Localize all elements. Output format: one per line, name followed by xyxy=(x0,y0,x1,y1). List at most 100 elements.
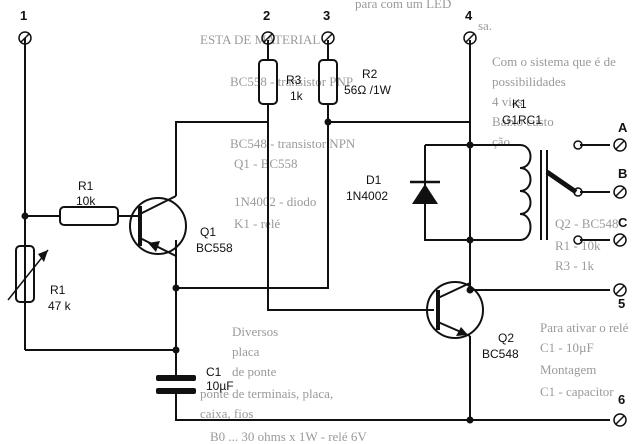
component-name: Q2 xyxy=(498,331,514,345)
component-value: 10µF xyxy=(206,379,234,393)
bg-line: Com o sistema que é de xyxy=(492,54,616,69)
capacitor-plate xyxy=(156,375,196,381)
terminal-label: 1 xyxy=(20,8,27,23)
terminal-3: 3 xyxy=(321,8,335,45)
resistor-r2: R2 56Ω /1W xyxy=(318,59,392,105)
resistor-body xyxy=(258,59,278,105)
wire xyxy=(175,121,268,196)
trimmer-arrowhead xyxy=(38,250,48,262)
terminal-1: 1 xyxy=(18,8,32,45)
component-value: 1N4002 xyxy=(346,189,388,203)
transistor-q2: Q2 BC548 xyxy=(426,281,519,361)
terminal-c: C xyxy=(613,215,628,247)
bg-line: sa. xyxy=(478,18,492,33)
terminal-4: 4 xyxy=(463,8,477,45)
component-name: K1 xyxy=(512,97,527,111)
bg-line: Para ativar o relé xyxy=(540,320,629,335)
capacitor-plate xyxy=(156,388,196,394)
terminal-label: 5 xyxy=(618,296,625,311)
bg-line: Diversos xyxy=(232,324,278,339)
bg-line: de ponte xyxy=(232,364,277,379)
diode-d1: D1 1N4002 xyxy=(346,173,440,204)
component-name: R3 xyxy=(286,73,302,87)
transistor-body xyxy=(129,197,187,255)
bg-line: Baixo custo xyxy=(492,114,554,129)
terminals: 1 2 3 4 A B C xyxy=(18,8,628,427)
bg-line: B0 ... 30 ohms x 1W - relé 6V xyxy=(210,429,367,444)
bg-line: Q1 - BC558 xyxy=(234,156,298,171)
junction-dot xyxy=(466,416,474,424)
bg-line: ESTA DE MATERIAL xyxy=(200,32,320,47)
terminal-label: 4 xyxy=(465,8,473,23)
bg-line: placa xyxy=(232,344,260,359)
bg-line: K1 - relé xyxy=(234,216,280,231)
component-name: R1 xyxy=(50,283,66,297)
component-value: 56Ω /1W xyxy=(344,83,392,97)
bg-line: ponte de terminais, placa, xyxy=(200,386,333,401)
component-value: BC558 xyxy=(196,241,233,255)
relay-armature xyxy=(545,169,578,195)
transistor-emitter xyxy=(139,237,177,257)
terminal-label: 6 xyxy=(618,392,625,407)
bg-line: BC548 - transistor NPN xyxy=(230,136,356,151)
resistor-r1: R1 10k xyxy=(59,179,119,226)
terminal-5: 5 xyxy=(613,283,627,311)
trimmer-r1: R1 47 k xyxy=(7,245,72,313)
transistor-body xyxy=(426,281,484,339)
bg-line: R3 - 1k xyxy=(555,258,595,273)
component-name: R1 xyxy=(78,179,94,193)
resistor-r3: R3 1k xyxy=(258,59,304,105)
trimmer-body xyxy=(15,245,35,303)
contact-a xyxy=(573,140,583,150)
transistor-collector xyxy=(139,195,177,215)
component-value: 1k xyxy=(290,89,304,103)
resistor-body xyxy=(59,206,119,226)
terminal-label: C xyxy=(618,215,628,230)
bg-line: C1 - capacitor xyxy=(540,384,614,399)
wire xyxy=(267,122,434,311)
wire xyxy=(469,283,610,291)
component-name: D1 xyxy=(366,173,382,187)
terminal-label: A xyxy=(618,120,628,135)
resistor-body xyxy=(318,59,338,105)
bg-line: BC558 - transistor PNP xyxy=(230,74,353,89)
capacitor-c1: C1 10µF xyxy=(156,350,234,394)
bg-line: caixa, fios xyxy=(200,406,253,421)
terminal-b: B xyxy=(613,166,627,199)
component-name: C1 xyxy=(206,365,222,379)
background-text: para com um LED sa. Com o sistema que é … xyxy=(200,0,629,444)
bg-line: para com um LED xyxy=(355,0,451,11)
component-value: 47 k xyxy=(48,299,72,313)
junction-dot xyxy=(466,236,474,244)
bg-line: R1 - 10k xyxy=(555,238,601,253)
bg-line: 4 vias xyxy=(492,94,523,109)
bg-line: Q2 - BC548 xyxy=(555,216,619,231)
terminal-label: 3 xyxy=(323,8,330,23)
component-value: G1RC1 xyxy=(502,113,542,127)
relay-k1: K1 G1RC1 xyxy=(502,97,583,245)
bg-line: 1N4002 - diodo xyxy=(234,194,316,209)
terminal-6: 6 xyxy=(613,392,627,427)
transistor-arrow xyxy=(148,241,160,252)
component-value: BC548 xyxy=(482,347,519,361)
component-value: 10k xyxy=(76,194,96,208)
junction-dot xyxy=(466,141,474,149)
diode-triangle xyxy=(412,184,438,204)
bg-line: C1 - 10µF xyxy=(540,340,594,355)
junction-dot xyxy=(324,118,332,126)
contact-c xyxy=(573,235,583,245)
terminal-label: B xyxy=(618,166,627,181)
bg-line: ção xyxy=(492,134,510,149)
transistor-arrow xyxy=(456,327,468,336)
component-name: R2 xyxy=(362,67,378,81)
wire xyxy=(175,392,610,421)
component-name: Q1 xyxy=(200,225,216,239)
junction-dot xyxy=(21,212,29,220)
transistor-collector xyxy=(437,282,471,299)
transistor-q1: Q1 BC558 xyxy=(129,195,233,257)
bg-line: possibilidades xyxy=(492,74,566,89)
bg-line: Montagem xyxy=(540,362,596,377)
relay-coil xyxy=(519,144,532,241)
